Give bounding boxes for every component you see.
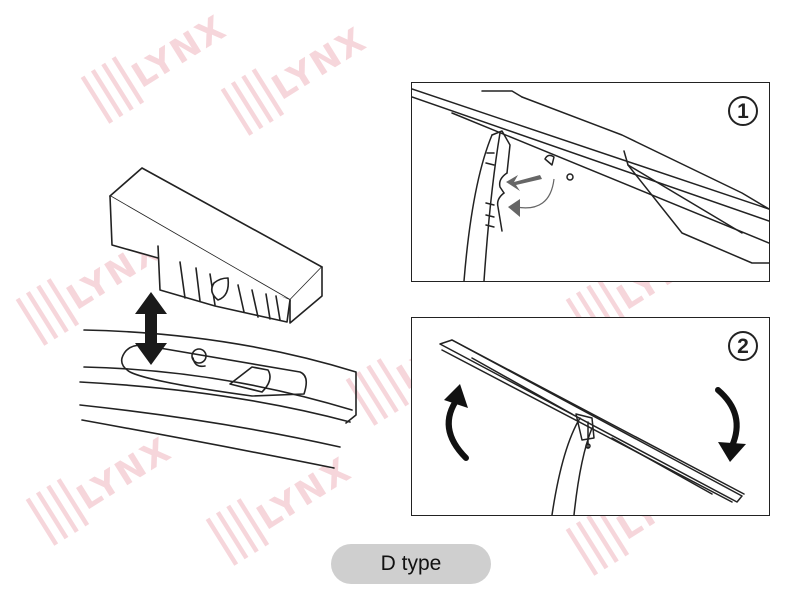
- svg-text:1: 1: [737, 100, 749, 123]
- watermark: ||||LYNX: [210, 19, 375, 140]
- step-2-badge: 2: [728, 331, 758, 361]
- step-1-badge: 1: [728, 96, 758, 126]
- arrow-icon: [506, 175, 542, 191]
- curved-arrow-path: [515, 178, 555, 209]
- svg-text:2: 2: [737, 335, 749, 358]
- wiper-arm: [79, 329, 357, 469]
- rotate-arrow-right-icon: [715, 387, 746, 462]
- watermark: ||||LYNX: [70, 7, 235, 128]
- adapter-removal-illustration: [79, 167, 357, 469]
- type-label-pill: D type: [331, 544, 491, 584]
- step-2-panel: 2: [411, 317, 770, 516]
- type-label-text: D type: [380, 552, 442, 575]
- rotate-arrow-left-icon: [444, 384, 469, 461]
- up-down-arrow-icon: [135, 292, 167, 365]
- step-2-illustration: [439, 339, 746, 515]
- curved-arrowhead-icon: [508, 199, 520, 217]
- step-1-illustration: [412, 88, 769, 281]
- adapter-block: [109, 167, 323, 324]
- step-1-panel: 1: [411, 82, 770, 282]
